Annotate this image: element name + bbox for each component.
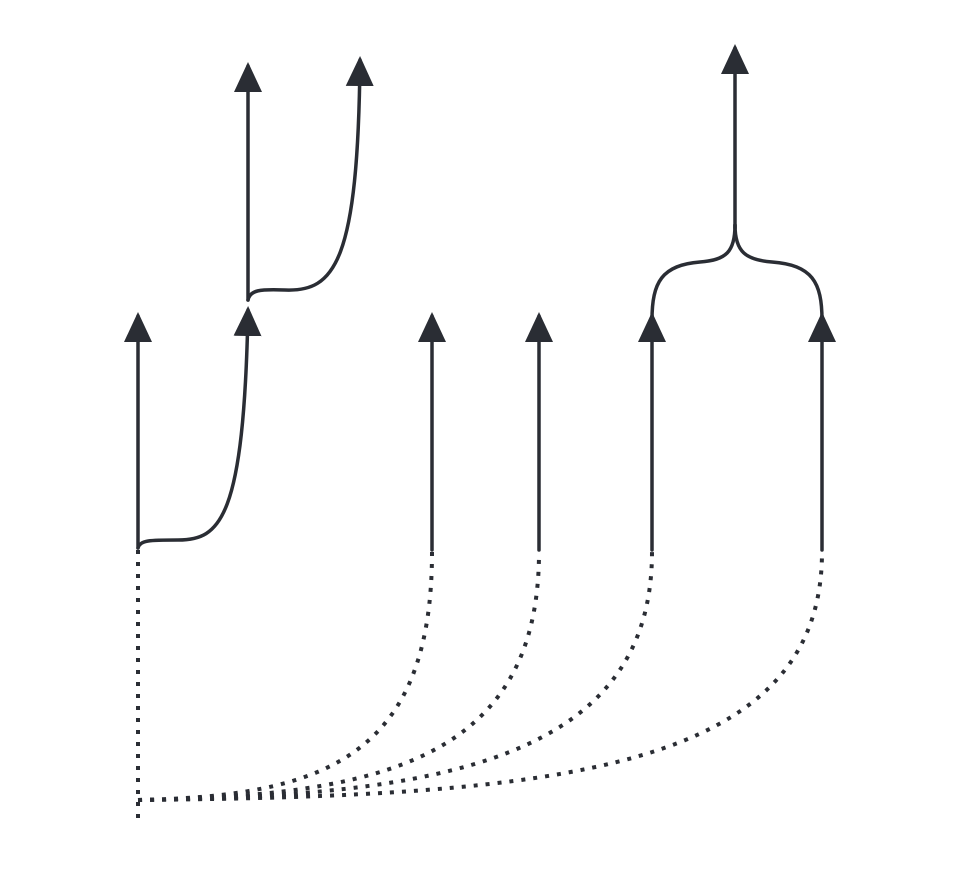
branch-arrow-1-to-2 — [136, 306, 262, 550]
branch-arrow-2-to-top — [246, 56, 374, 302]
dotted-curve-to-6 — [137, 551, 824, 802]
dotted-curve-to-3 — [137, 551, 434, 802]
merge-right — [733, 223, 824, 322]
dotted-curve-to-5 — [137, 551, 654, 802]
merge-left — [650, 223, 737, 322]
solid-arrows — [124, 44, 836, 552]
dotted-lines — [136, 550, 824, 826]
